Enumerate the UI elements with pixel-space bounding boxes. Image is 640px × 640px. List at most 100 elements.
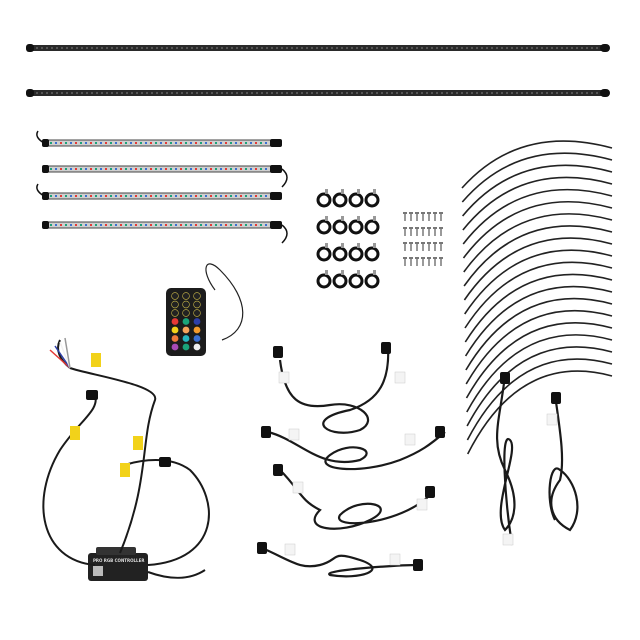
- led-chip: [516, 47, 518, 49]
- led-chip: [421, 47, 423, 49]
- screw-head: [403, 257, 407, 259]
- led-chip: [220, 195, 222, 197]
- led-chip: [261, 47, 263, 49]
- led-chip: [150, 195, 152, 197]
- led-chip: [195, 195, 197, 197]
- led-chip: [205, 168, 207, 170]
- led-chip: [90, 142, 92, 144]
- led-chip: [506, 92, 508, 94]
- led-chip: [341, 92, 343, 94]
- hook: [348, 219, 364, 235]
- led-chip: [170, 168, 172, 170]
- led-chip: [215, 224, 217, 226]
- led-chip: [81, 92, 83, 94]
- led-chip: [135, 195, 137, 197]
- controller-harness: PRO RGB CONTROLLER: [42, 337, 210, 581]
- led-chip: [185, 168, 187, 170]
- hook: [332, 219, 348, 235]
- led-chip: [506, 47, 508, 49]
- led-chip: [566, 92, 568, 94]
- screw: [434, 242, 436, 251]
- led-chip: [456, 47, 458, 49]
- led-chip: [125, 142, 127, 144]
- led-chip: [70, 142, 72, 144]
- led-chip: [461, 47, 463, 49]
- led-chip: [190, 224, 192, 226]
- led-chip: [80, 142, 82, 144]
- led-chip: [200, 142, 202, 144]
- led-chip: [456, 92, 458, 94]
- screw-head: [409, 257, 413, 259]
- led-chip: [206, 92, 208, 94]
- hook-screw: [373, 270, 376, 275]
- led-chip: [596, 92, 598, 94]
- zip-tie: [466, 334, 613, 413]
- led-chip: [316, 47, 318, 49]
- led-chip: [260, 195, 262, 197]
- zip-tie: [464, 273, 613, 343]
- screw-head: [421, 257, 425, 259]
- led-chip: [50, 142, 52, 144]
- led-chip: [186, 92, 188, 94]
- led-chip: [205, 195, 207, 197]
- cable-tag: [404, 433, 416, 446]
- led-chip: [160, 168, 162, 170]
- led-chip: [566, 47, 568, 49]
- screw-head: [409, 242, 413, 244]
- extension-cable: [261, 546, 421, 578]
- led-chip: [491, 92, 493, 94]
- led-chip: [541, 47, 543, 49]
- strip-end-cap: [270, 192, 282, 200]
- led-chip: [426, 92, 428, 94]
- screw: [428, 227, 430, 236]
- led-chip: [591, 47, 593, 49]
- led-chip: [195, 224, 197, 226]
- screw: [416, 257, 418, 266]
- led-chip: [116, 47, 118, 49]
- led-chip: [95, 195, 97, 197]
- led-chip: [126, 47, 128, 49]
- led-chip: [50, 224, 52, 226]
- led-chip: [55, 195, 57, 197]
- hook: [332, 246, 348, 262]
- led-chip: [65, 224, 67, 226]
- led-chip: [210, 168, 212, 170]
- zip-tie: [462, 176, 613, 231]
- led-chip: [140, 224, 142, 226]
- led-chip: [286, 47, 288, 49]
- led-chip: [135, 224, 137, 226]
- led-chip: [536, 92, 538, 94]
- harness-wire: [147, 569, 206, 579]
- led-chip: [411, 92, 413, 94]
- led-chip: [205, 224, 207, 226]
- led-chip: [181, 47, 183, 49]
- zip-tie: [461, 152, 613, 203]
- screw: [434, 227, 436, 236]
- led-chip: [416, 47, 418, 49]
- power-wire: [64, 337, 71, 369]
- led-chip: [146, 92, 148, 94]
- led-chip: [161, 47, 163, 49]
- led-chip: [60, 224, 62, 226]
- led-chip: [576, 92, 578, 94]
- led-chip: [211, 92, 213, 94]
- screw: [410, 257, 412, 266]
- led-chip: [46, 92, 48, 94]
- led-chip: [195, 142, 197, 144]
- strip-end-cap: [270, 165, 282, 173]
- led-chip: [516, 92, 518, 94]
- led-chip: [331, 92, 333, 94]
- strip-lead-wire: [36, 183, 45, 197]
- led-chip: [361, 47, 363, 49]
- led-chip: [65, 142, 67, 144]
- led-chip: [416, 92, 418, 94]
- screw: [404, 227, 406, 236]
- led-chip: [95, 142, 97, 144]
- led-chip: [105, 142, 107, 144]
- remote-button: [171, 326, 179, 334]
- led-chip: [286, 92, 288, 94]
- led-chip: [90, 224, 92, 226]
- extension-cable: [267, 430, 446, 471]
- cable-connector: [257, 542, 267, 554]
- long-led-strips: [26, 44, 610, 97]
